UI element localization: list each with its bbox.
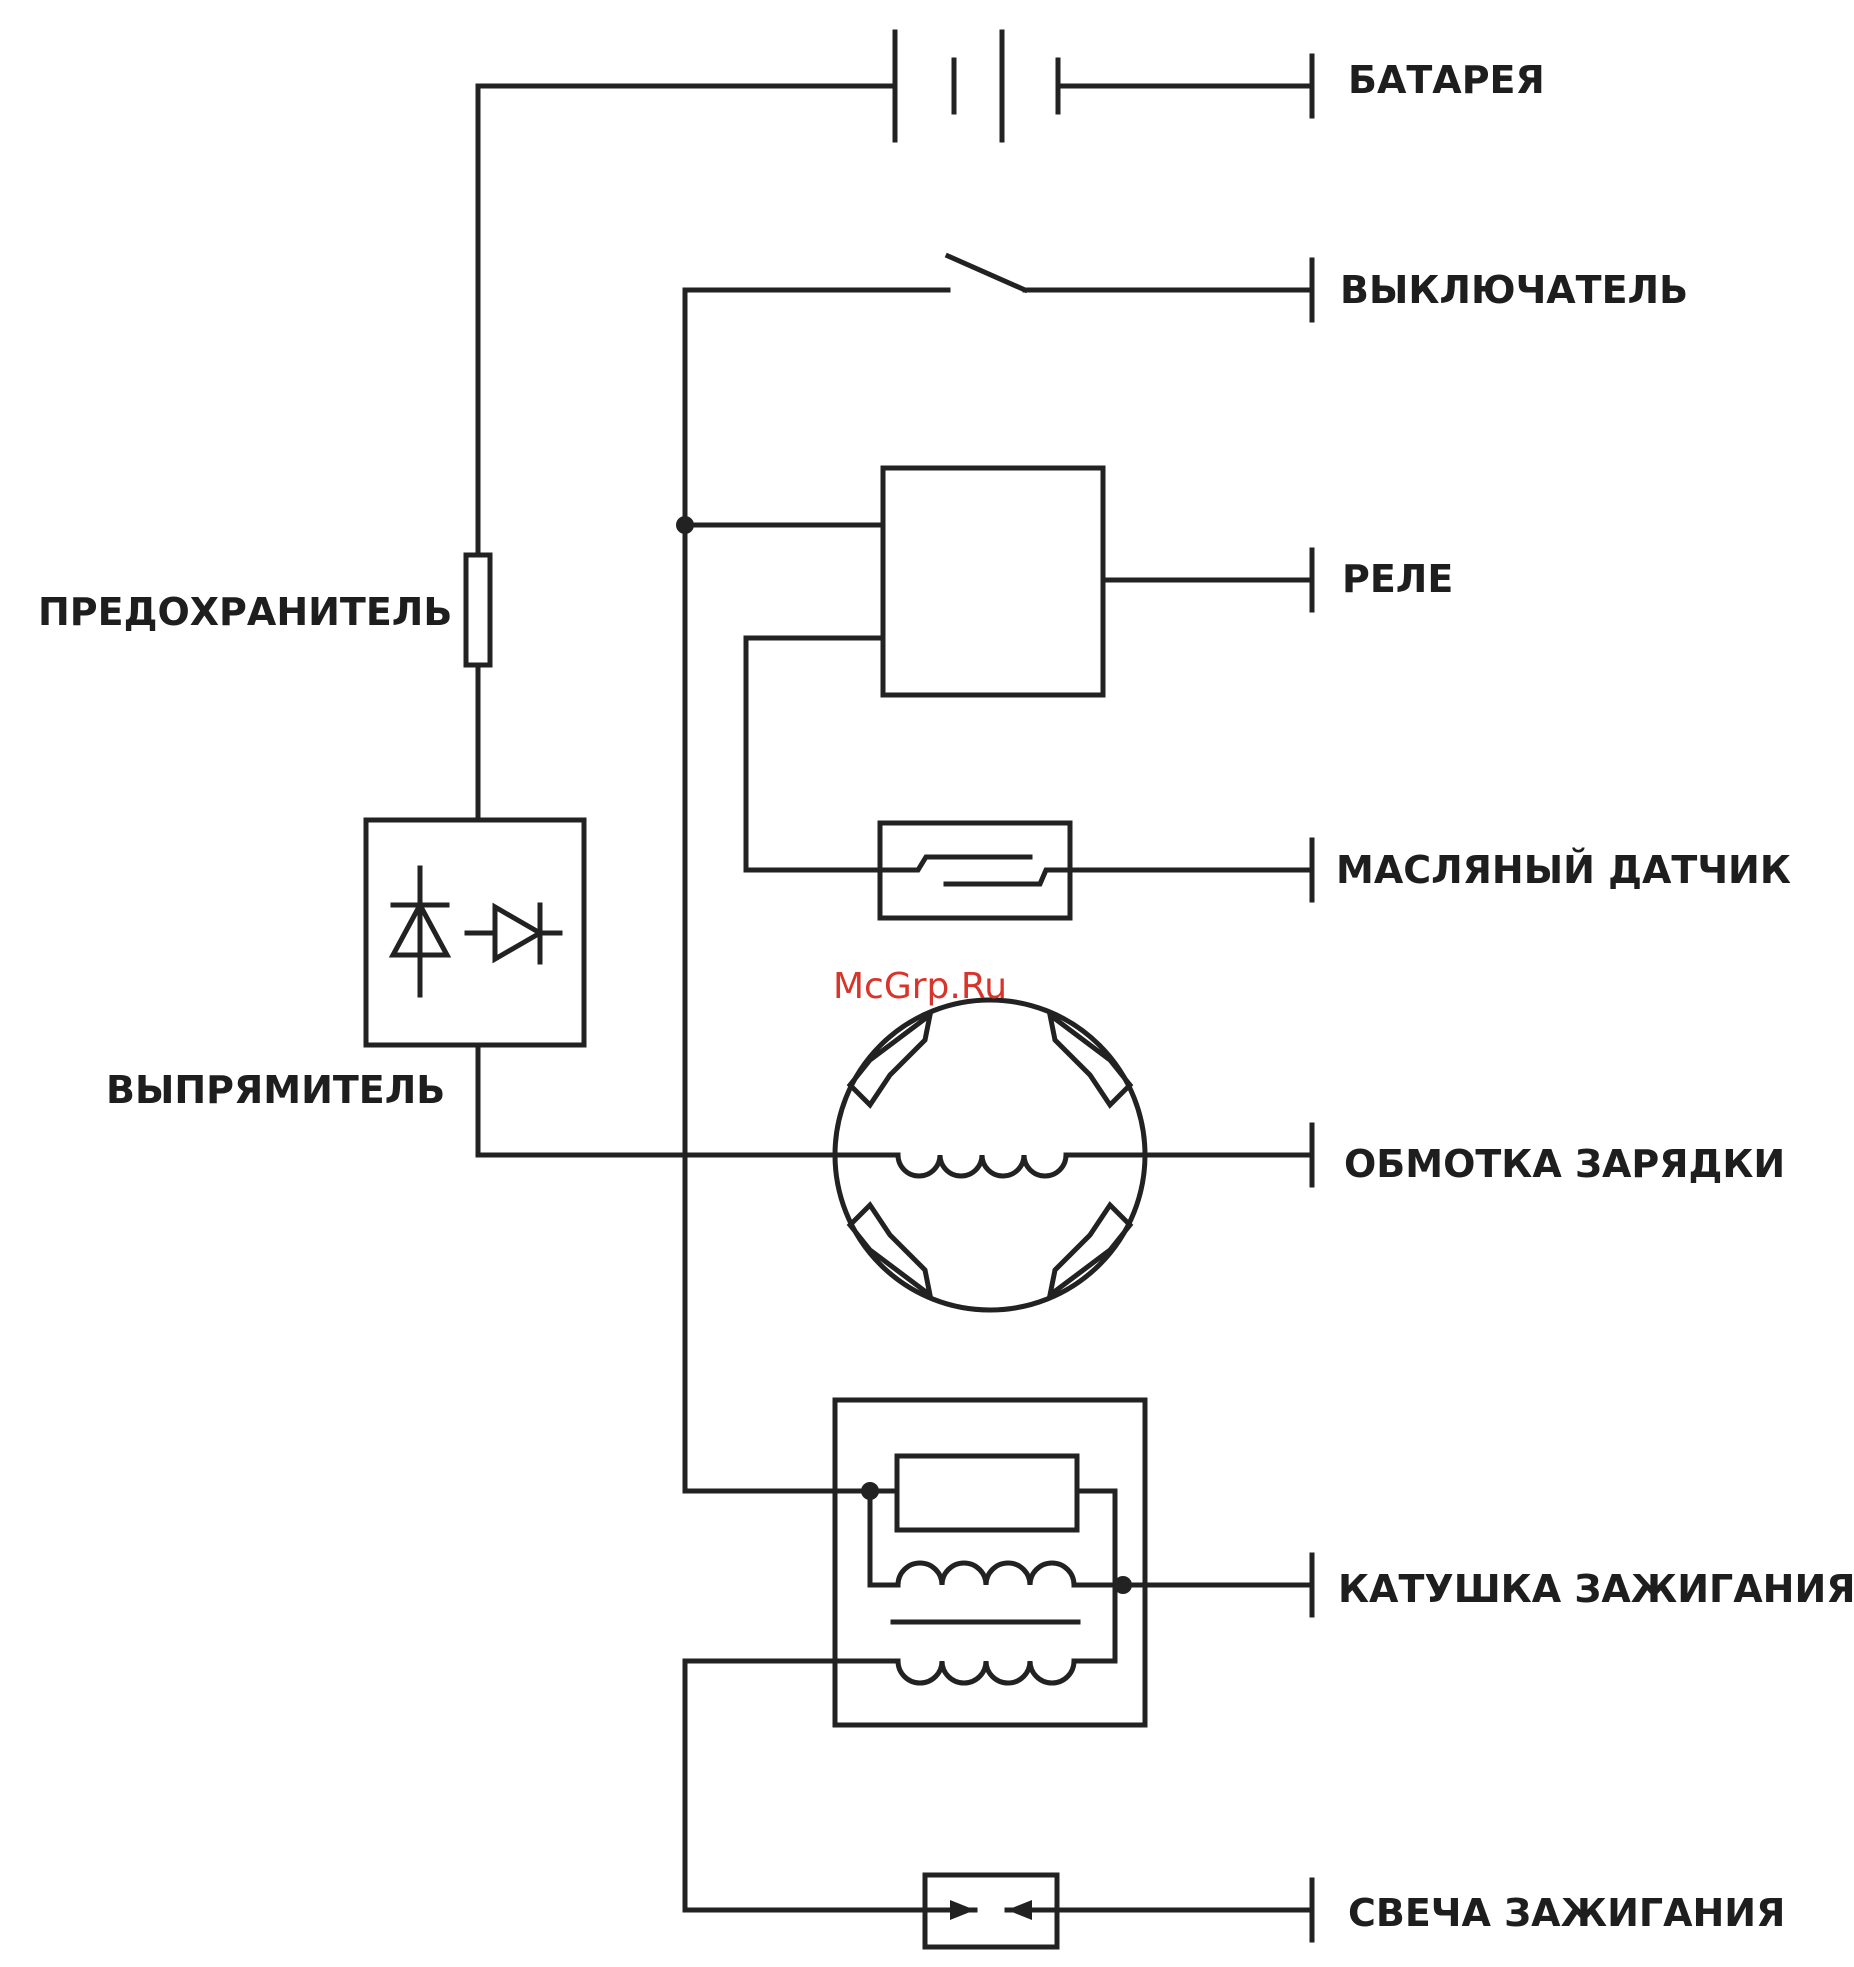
label-relay: РЕЛЕ xyxy=(1342,557,1453,601)
relay-block xyxy=(685,468,1312,870)
label-ignition-coil: КАТУШКА ЗАЖИГАНИЯ xyxy=(1338,1567,1854,1611)
switch-symbol xyxy=(948,256,1312,320)
label-spark-plug: СВЕЧА ЗАЖИГАНИЯ xyxy=(1348,1891,1785,1935)
label-battery: БАТАРЕЯ xyxy=(1348,58,1545,102)
ignition-coil-block xyxy=(685,1400,1312,1910)
label-charge-coil: ОБМОТКА ЗАРЯДКИ xyxy=(1344,1142,1785,1186)
charge-coil-symbol xyxy=(835,1000,1312,1310)
label-rectifier: ВЫПРЯМИТЕЛЬ xyxy=(106,1068,445,1112)
fuse-symbol xyxy=(466,532,490,820)
label-fuse: ПРЕДОХРАНИТЕЛЬ xyxy=(38,590,452,634)
label-oil-sensor: МАСЛЯНЫЙ ДАТЧИК xyxy=(1336,848,1791,892)
battery-symbol xyxy=(478,32,1312,532)
oil-sensor-symbol xyxy=(746,823,1312,918)
label-switch: ВЫКЛЮЧАТЕЛЬ xyxy=(1340,268,1688,312)
watermark-text: McGrp.Ru xyxy=(833,966,1007,1007)
spark-plug-symbol xyxy=(925,1875,1312,1947)
